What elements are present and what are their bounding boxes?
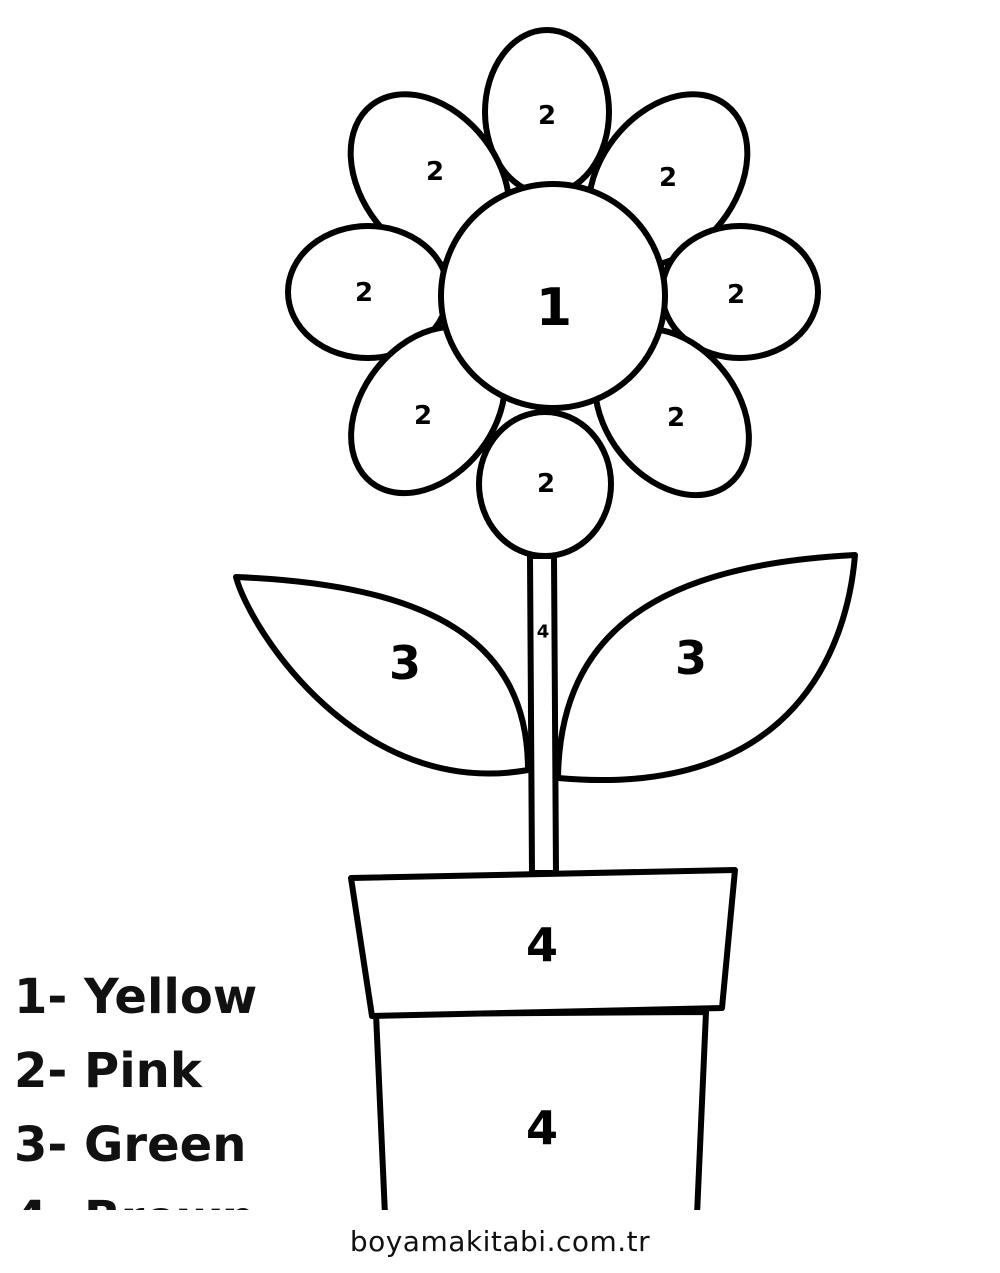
leaf-left [233,574,531,777]
number-stem: 4 [537,622,550,643]
number-leaf-right: 3 [675,631,707,685]
number-petal-upper-left: 2 [426,157,444,187]
number-pot-body: 4 [526,1101,558,1155]
stem [527,553,559,876]
leaf-right [555,552,858,783]
legend-item-brown: 4- Brown [14,1182,334,1210]
number-petal-lower-right: 2 [667,403,685,433]
number-petal-top: 2 [538,101,556,131]
number-leaf-left: 3 [389,636,421,690]
number-petal-left: 2 [355,278,373,308]
region-numbers: 1 2 2 2 2 2 2 2 2 3 3 4 4 4 [355,101,745,1155]
number-petal-right: 2 [727,280,745,310]
number-petal-bottom: 2 [537,469,555,499]
color-legend: 1- Yellow 2- Pink 3- Green 4- Brown [14,960,334,1210]
number-petal-upper-right: 2 [659,163,677,193]
number-pot-rim: 4 [526,918,558,972]
site-url: boyamakitabi.com.tr [349,1225,651,1258]
flower-center [438,181,668,411]
legend-item-yellow: 1- Yellow [14,969,258,1025]
legend-item-green: 3- Green [14,1117,247,1173]
pot-rim [348,867,738,1019]
number-petal-lower-left: 2 [414,401,432,431]
legend-item-pink: 2- Pink [14,1043,202,1099]
number-center: 1 [536,278,572,338]
footer: boyamakitabi.com.tr [0,1210,1000,1273]
